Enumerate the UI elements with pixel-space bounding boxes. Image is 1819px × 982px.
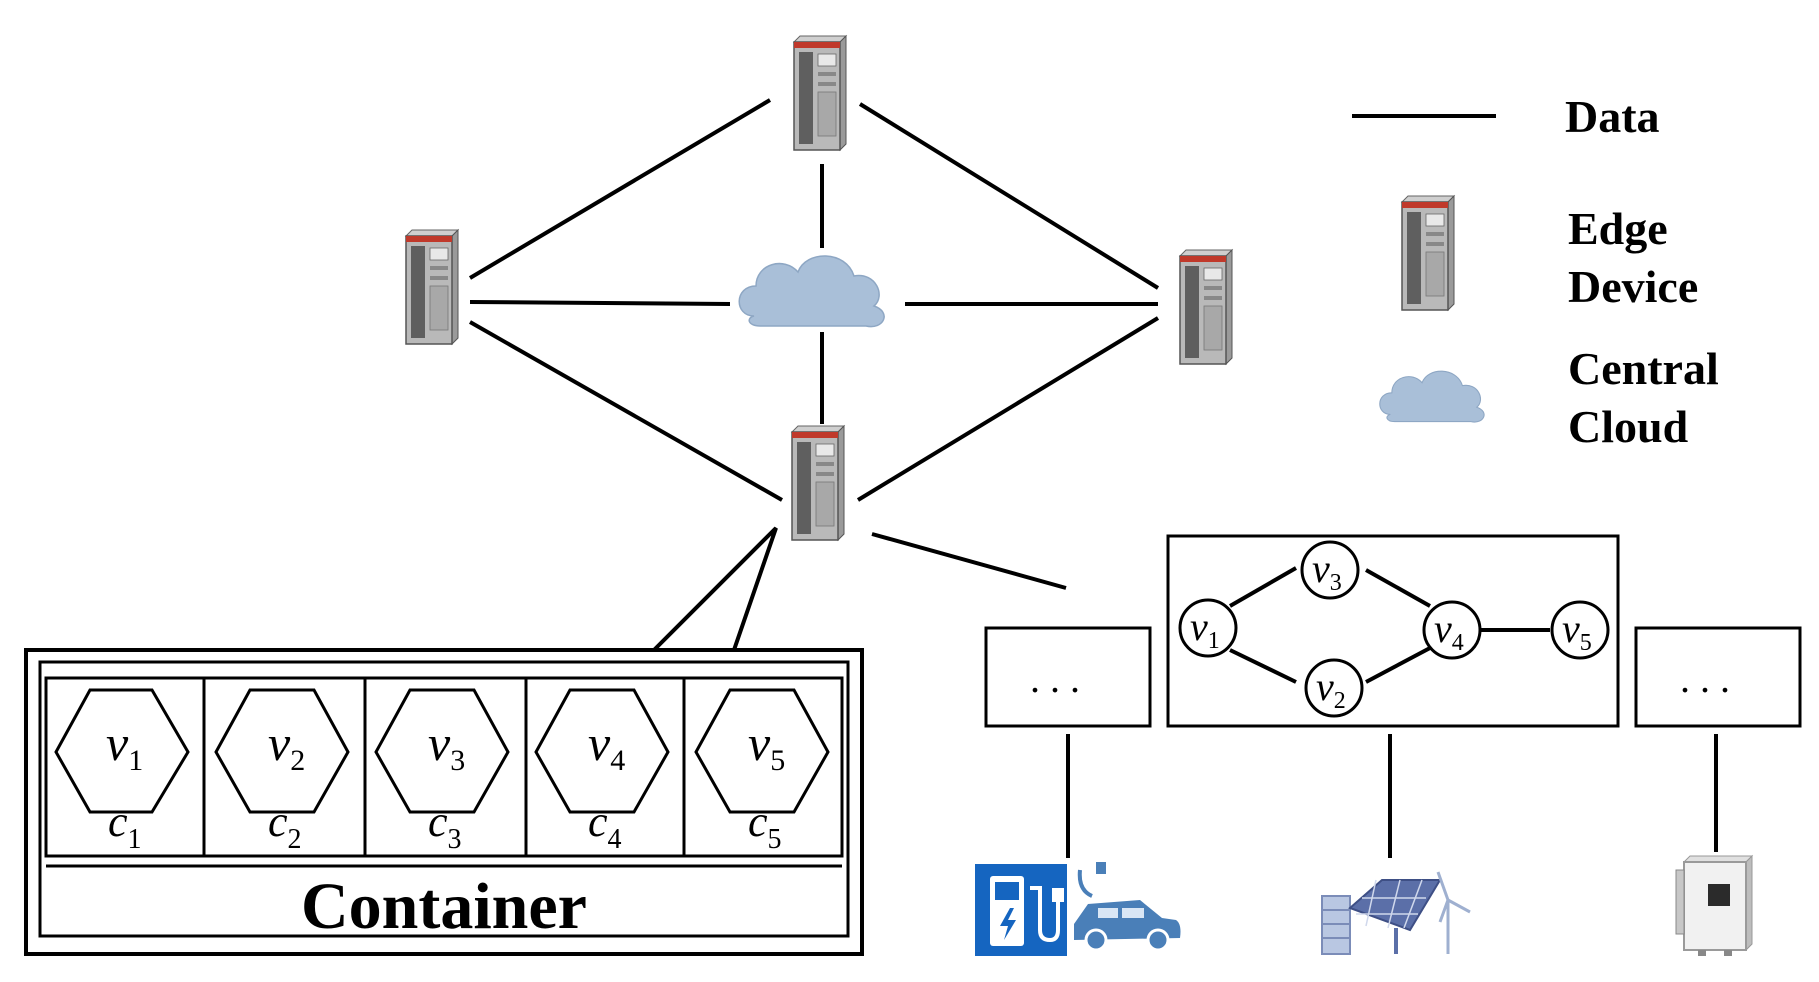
svg-text:v4: v4: [1434, 606, 1464, 656]
container-slot-2: v2 c2: [214, 688, 350, 855]
dag-edge-v2-v4: [1365, 646, 1431, 684]
service-label: v4: [588, 715, 625, 777]
svg-text:v3: v3: [1312, 546, 1342, 596]
container-title: Container: [301, 870, 587, 943]
edge-device-bottom-icon: [791, 425, 845, 541]
container-label: c1: [108, 797, 142, 855]
service-label: v3: [428, 715, 465, 777]
dag-node-v5: v5: [1550, 600, 1610, 660]
legend-edge-label-line2: Device: [1568, 261, 1698, 312]
container-label: c5: [748, 797, 782, 855]
container-label: c4: [588, 797, 622, 855]
ev-charging-station-icon: [975, 864, 1067, 956]
network-links: [468, 98, 1160, 590]
edge-device-left-icon: [405, 229, 459, 345]
workflow-panels: ... ... v1 v3 v4 v2 v5: [984, 534, 1802, 858]
svg-text:v2: v2: [1316, 664, 1346, 714]
legend-edge-label-line1: Edge: [1568, 203, 1668, 254]
container-slot-3: v3 c3: [374, 688, 510, 855]
container-label: c2: [268, 797, 302, 855]
service-label: v2: [268, 715, 305, 777]
container-slot-5: v5 c5: [694, 688, 830, 855]
dag-node-v1: v1: [1178, 598, 1238, 658]
service-hexagon: [54, 688, 190, 814]
service-label: v1: [106, 715, 143, 777]
container-slot-1: v1 c1: [54, 688, 190, 855]
inverter-icon: [1675, 854, 1754, 956]
legend-cloud-label-line2: Cloud: [1568, 401, 1689, 452]
edge-device-top-icon: [793, 35, 847, 151]
link-left-top: [468, 98, 772, 280]
container-inner-frame: [38, 660, 850, 938]
placeholder-dots-right: ...: [1680, 656, 1740, 701]
central-cloud-icon: [738, 255, 885, 328]
legend-edge-device-icon: [1401, 195, 1455, 311]
service-label: v5: [748, 715, 785, 777]
link-left-bottom: [469, 320, 783, 502]
placeholder-box-right: [1634, 626, 1802, 728]
dag-edge-v1-v2: [1229, 648, 1297, 684]
service-hexagon: [534, 688, 670, 814]
service-hexagon: [214, 688, 350, 814]
legend-data-label: Data: [1565, 91, 1660, 142]
edge-device-right-icon: [1179, 249, 1233, 365]
dag-node-v2: v2: [1304, 658, 1364, 718]
solar-panel-wind-turbine-icon: [1321, 871, 1471, 955]
service-hexagon: [694, 688, 830, 814]
link-top-right: [858, 102, 1160, 290]
container-slots-row: [44, 676, 844, 858]
callout-pointer: [652, 526, 778, 652]
service-hexagon: [374, 688, 510, 814]
dag-node-v3: v3: [1300, 540, 1360, 600]
link-right-bottom: [856, 316, 1160, 502]
legend-cloud-label-line1: Central: [1568, 343, 1719, 394]
link-left-cloud: [469, 300, 731, 306]
container-callout: Container v1 c1 v2 c2 v3 c3 v4 c4 v5: [24, 526, 864, 956]
dag-edge-v1-v3: [1229, 566, 1297, 608]
svg-text:v1: v1: [1190, 604, 1220, 654]
electric-car-icon: [1074, 862, 1181, 952]
svg-text:v5: v5: [1562, 606, 1592, 656]
container-slot-4: v4 c4: [534, 688, 670, 855]
dag-edge-v3-v4: [1365, 568, 1431, 608]
placeholder-dots-left: ...: [1030, 656, 1090, 701]
placeholder-box-left: [984, 626, 1152, 728]
container-label: c3: [428, 797, 462, 855]
legend-cloud-icon: [1379, 370, 1485, 423]
link-workflow-to-device: [871, 532, 1067, 590]
dag-node-v4: v4: [1422, 600, 1482, 660]
legend: Data Edge Device Central Cloud: [1352, 91, 1719, 452]
